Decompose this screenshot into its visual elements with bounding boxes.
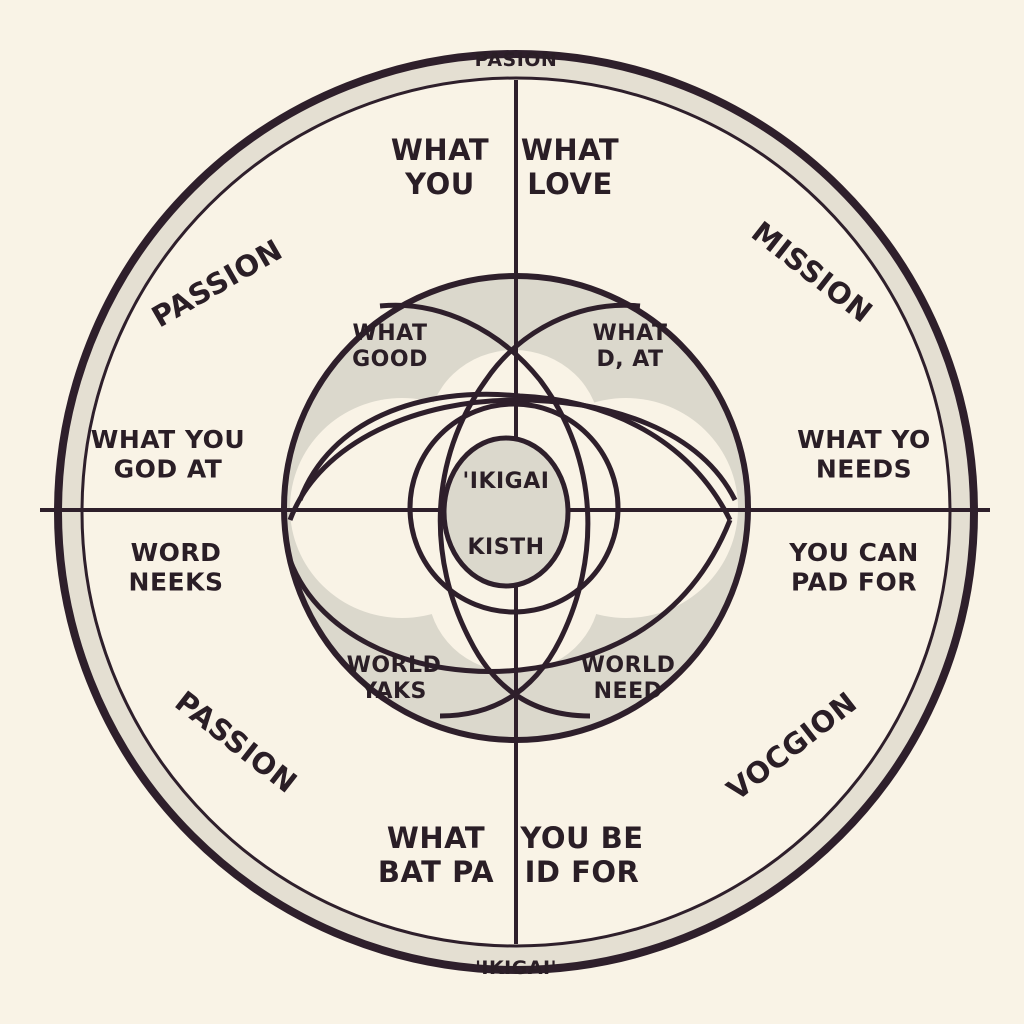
label-line: WHAT (387, 821, 485, 855)
label-line: YAKS (360, 679, 427, 704)
ikigai-center: 'IKIGAI KISTH (441, 435, 571, 589)
label-line: YOU BE (519, 821, 643, 855)
label-line: WORLD (347, 653, 442, 678)
label-line: WHAT (592, 321, 667, 346)
label-line: WHAT YO (797, 425, 931, 454)
label-line: GOOD (352, 347, 428, 372)
ikigai-oval (441, 435, 571, 589)
label-line: WHAT YOU (91, 425, 245, 454)
right-arc (287, 519, 733, 674)
ring-top-label: PASION (475, 49, 558, 71)
label-line: BAT PA (378, 855, 494, 889)
label-line: WHAT (521, 133, 619, 167)
label-line: YOU CAN (788, 538, 919, 567)
upper-left-arc (379, 302, 591, 719)
ring-bottom-label: 'IKIGAI' (475, 957, 557, 979)
central-circle-outline (281, 273, 751, 743)
label-line: YOU (404, 167, 475, 201)
label-line: D, AT (596, 347, 663, 372)
label-line: PAD FOR (791, 568, 917, 597)
upper-right-arc (437, 302, 641, 719)
label-line: WHAT (391, 133, 489, 167)
center-label-bottom: KISTH (468, 535, 545, 560)
label-line: NEED (594, 679, 663, 704)
center-label-top: 'IKIGAI (463, 469, 550, 494)
label-line: WHAT (352, 321, 427, 346)
label-line: NEEDS (816, 455, 912, 484)
overlap-arcs (287, 302, 738, 719)
label-line: NEEKS (129, 568, 224, 597)
left-arc (297, 391, 733, 522)
label-line: GOD AT (114, 455, 223, 484)
label-line: WORD (131, 538, 222, 567)
center-circle-outline (407, 401, 621, 615)
label-line: LOVE (527, 167, 613, 201)
label-line: WORLD (581, 653, 676, 678)
label-line: ID FOR (525, 855, 640, 889)
top-arc (287, 397, 738, 521)
